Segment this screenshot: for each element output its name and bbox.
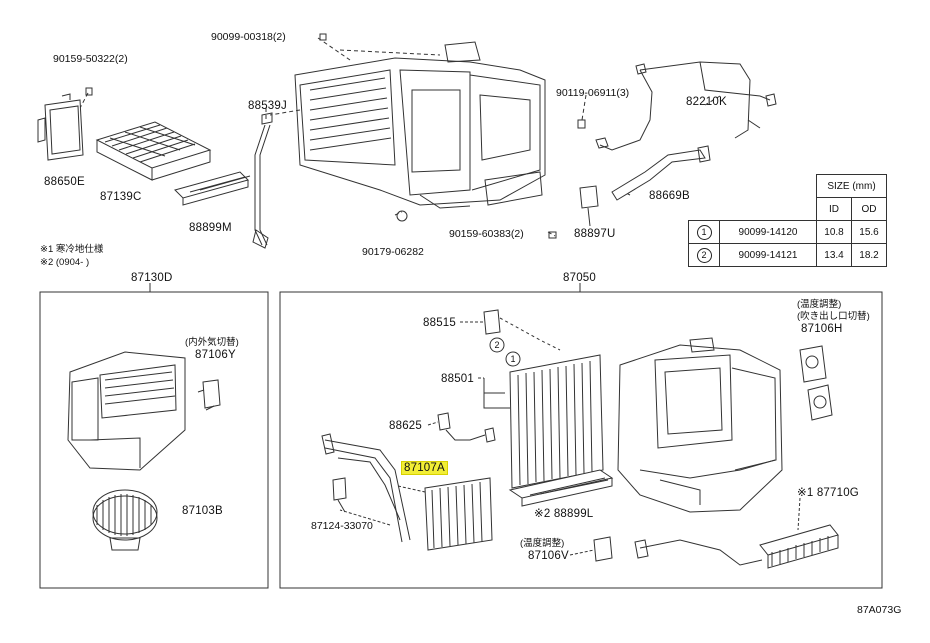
- hvac-case-87050: [617, 337, 783, 513]
- reference-code: 87A073G: [857, 604, 902, 616]
- row-id: 13.4: [816, 243, 852, 267]
- label-90159-60383: 90159-60383(2): [449, 228, 524, 240]
- callout-2: 2: [494, 340, 499, 350]
- sensor-88625: [437, 412, 496, 443]
- size-table-col-od: OD: [851, 197, 887, 221]
- row-id: 10.8: [816, 220, 852, 244]
- blower-motor-87103b: [92, 489, 158, 551]
- row-number: 1: [696, 224, 712, 240]
- label-88650e: 88650E: [44, 176, 85, 188]
- label-87050: 87050: [563, 272, 596, 284]
- note-naigai: (内外気切替): [185, 337, 239, 348]
- table-row: 1 90099-14120 10.8 15.6: [688, 220, 887, 244]
- blower-case-87130d: [67, 351, 186, 471]
- label-82210k: 82210K: [686, 96, 727, 108]
- label-88539j: 88539J: [248, 100, 287, 112]
- label-90099-00318: 90099-00318(2): [211, 31, 286, 43]
- hose-88539j: [252, 112, 273, 249]
- label-87106v: 87106V: [528, 550, 569, 562]
- note-2: ※2 (0904- ): [40, 257, 90, 268]
- screw-items: [85, 33, 586, 239]
- note-ondo-2: (温度調整): [520, 538, 565, 549]
- hvac-unit-top: [294, 41, 546, 209]
- label-88625: 88625: [389, 420, 422, 432]
- label-88515: 88515: [423, 317, 456, 329]
- table-row: 2 90099-14121 13.4 18.2: [688, 243, 887, 267]
- valve-88897u: [579, 185, 599, 227]
- note-ondo-1: (温度調整): [797, 299, 842, 310]
- hose-88669b: [611, 145, 711, 201]
- box-87130d: [39, 291, 269, 589]
- leader-lines-box: [339, 321, 801, 556]
- callout-circles: [489, 337, 521, 367]
- note-fukidashi: (吹き出し口切替): [797, 311, 870, 322]
- label-87124-33070: 87124-33070: [311, 520, 373, 532]
- size-table-col-id: ID: [816, 197, 852, 221]
- ptc-heater-87710g: [634, 524, 839, 569]
- label-88897u: 88897U: [574, 228, 616, 240]
- actuator-87106h: [799, 345, 833, 421]
- heater-core-87107a: [424, 477, 493, 551]
- bracket-88650e: [37, 93, 84, 161]
- filter-88899m: [174, 171, 251, 206]
- label-90159-50322: 90159-50322(2): [53, 53, 128, 65]
- row-od: 18.2: [851, 243, 887, 267]
- label-87107a: 87107A: [401, 461, 448, 475]
- evaporator-88501: [483, 354, 604, 489]
- label-87106h: 87106H: [801, 323, 843, 335]
- size-table: SIZE (mm) ID OD 1 90099-14120 10.8 15.6 …: [688, 174, 887, 267]
- filter-87139c: [95, 121, 212, 181]
- note-1: ※1 寒冷地仕様: [40, 244, 104, 255]
- label-87710g: ※1 87710G: [797, 487, 859, 499]
- clamp-87124-33070: [332, 477, 347, 513]
- label-87106y: 87106Y: [195, 349, 236, 361]
- row-part: 90099-14120: [719, 220, 817, 244]
- leader-lines-top: [79, 37, 721, 237]
- row-od: 15.6: [851, 220, 887, 244]
- actuator-87106v: [593, 536, 613, 562]
- actuator-87106y: [197, 379, 221, 411]
- harness-82210k: [595, 61, 777, 151]
- row-part: 90099-14121: [719, 243, 817, 267]
- box-87050: [279, 291, 883, 589]
- label-90119-06911: 90119-06911(3): [556, 87, 630, 99]
- label-88899l: ※2 88899L: [534, 508, 594, 520]
- row-number: 2: [696, 247, 712, 263]
- filter-88899l: [508, 469, 614, 507]
- label-87130d: 87130D: [131, 272, 173, 284]
- label-88669b: 88669B: [649, 190, 690, 202]
- label-87139c: 87139C: [100, 191, 142, 203]
- label-88501: 88501: [441, 373, 474, 385]
- label-90179-06282: 90179-06282: [362, 246, 424, 258]
- size-table-title: SIZE (mm): [816, 174, 887, 198]
- label-87103b: 87103B: [182, 505, 223, 517]
- callout-1: 1: [510, 354, 515, 364]
- label-88899m: 88899M: [189, 222, 232, 234]
- heater-pipes: [321, 433, 411, 543]
- connector-88515: [483, 309, 561, 351]
